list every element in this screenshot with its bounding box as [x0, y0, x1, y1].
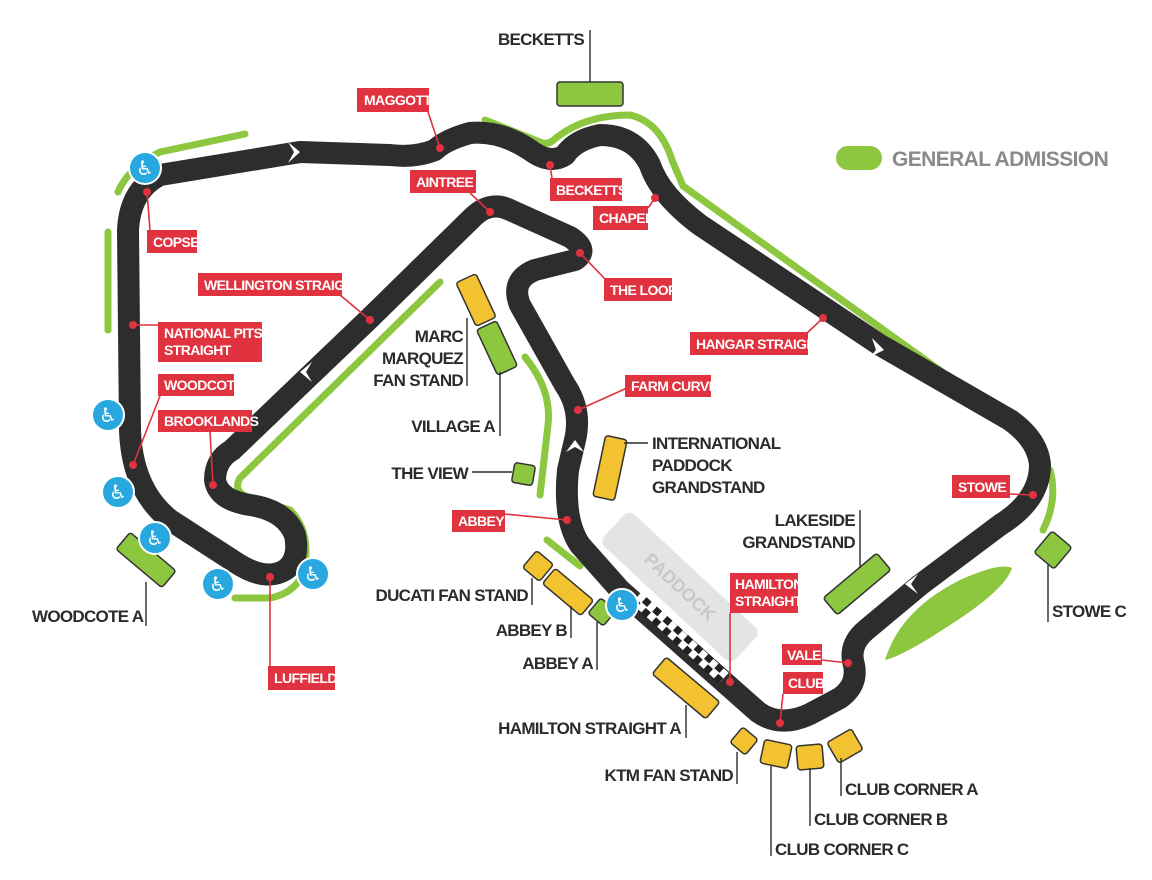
stand-label-international-1: INTERNATIONAL [652, 434, 781, 453]
svg-text:NATIONAL PITS: NATIONAL PITS [164, 325, 263, 341]
svg-text:AINTREE: AINTREE [416, 174, 474, 190]
wheelchair-icon[interactable]: ♿ [101, 475, 135, 509]
wheelchair-icon[interactable]: ♿ [201, 567, 235, 601]
corner-woodcote[interactable]: WOODCOTE [129, 374, 244, 469]
svg-text:WELLINGTON STRAIGHT: WELLINGTON STRAIGHT [204, 277, 363, 293]
stand-abbey-b[interactable] [542, 568, 594, 616]
legend: GENERAL ADMISSION [836, 146, 1109, 171]
stand-ducati[interactable] [522, 550, 554, 582]
corner-vale[interactable]: VALE [782, 644, 852, 667]
svg-text:HAMILTON: HAMILTON [735, 576, 803, 592]
legend-general-admission-swatch [836, 146, 882, 170]
svg-text:VALE: VALE [787, 647, 821, 663]
stand-lakeside[interactable] [823, 553, 891, 615]
stand-label-club-corner-a: CLUB CORNER A [845, 780, 978, 799]
stand-label-abbey-a: ABBEY A [522, 654, 593, 673]
corner-the-loop[interactable]: THE LOOP [576, 249, 678, 301]
corner-stowe[interactable]: STOWE [952, 475, 1037, 499]
wheelchair-icon[interactable]: ♿ [296, 557, 330, 591]
svg-text:COPSE: COPSE [153, 234, 199, 250]
stand-label-lakeside-1: LAKESIDE [775, 511, 856, 530]
stand-marc-marquez[interactable] [456, 273, 496, 327]
direction-arrows [288, 142, 918, 594]
stand-club-corner-c[interactable] [759, 739, 793, 769]
stand-label-ducati: DUCATI FAN STAND [376, 586, 529, 605]
corner-becketts[interactable]: BECKETTS [546, 161, 628, 201]
corner-chapel[interactable]: CHAPEL [593, 194, 659, 230]
svg-text:LUFFIELD: LUFFIELD [274, 670, 337, 686]
svg-text:♿: ♿ [136, 156, 154, 180]
svg-text:♿: ♿ [109, 480, 127, 504]
svg-text:CLUB: CLUB [788, 675, 825, 691]
stand-label-the-view: THE VIEW [391, 464, 469, 483]
stand-club-corner-b[interactable] [795, 743, 825, 771]
svg-text:♿: ♿ [304, 562, 322, 586]
accessible-viewing-points: ♿ ♿ ♿ ♿ ♿ ♿ ♿ [91, 151, 639, 622]
svg-text:MAGGOTTS: MAGGOTTS [364, 92, 440, 108]
stand-label-marc-marquez-2: MARQUEZ [382, 349, 463, 368]
stand-the-view[interactable] [511, 462, 536, 487]
stand-label-becketts: BECKETTS [498, 30, 584, 49]
stand-international-paddock[interactable] [592, 435, 628, 501]
corner-hangar-straight[interactable]: HANGAR STRAIGHT [690, 314, 827, 355]
stand-label-lakeside-2: GRANDSTAND [742, 533, 855, 552]
svg-text:CHAPEL: CHAPEL [599, 210, 654, 226]
legend-general-admission-label: GENERAL ADMISSION [892, 148, 1108, 171]
stand-stowe-c[interactable] [1034, 531, 1072, 569]
stand-label-abbey-b: ABBEY B [496, 621, 568, 640]
grandstand-labels: BECKETTS MARC MARQUEZ FAN STAND VILLAGE … [32, 30, 1127, 859]
stand-ktm[interactable] [730, 727, 758, 755]
svg-text:♿: ♿ [209, 572, 227, 596]
stand-label-marc-marquez-1: MARC [415, 327, 464, 346]
stand-label-stowe-c: STOWE C [1052, 602, 1127, 621]
svg-text:BROOKLANDS: BROOKLANDS [164, 413, 259, 429]
stand-label-village-a: VILLAGE A [411, 417, 495, 436]
wheelchair-icon[interactable]: ♿ [128, 151, 162, 185]
stand-label-hamilton-a: HAMILTON STRAIGHT A [498, 719, 681, 738]
stand-club-corner-a[interactable] [827, 728, 863, 764]
corner-maggotts[interactable]: MAGGOTTS [357, 88, 444, 152]
stand-label-woodcote-a: WOODCOTE A [32, 607, 144, 626]
corner-club[interactable]: CLUB [776, 672, 826, 727]
stand-hamilton-straight-a[interactable] [652, 657, 720, 719]
svg-text:STRAIGHT: STRAIGHT [164, 342, 232, 358]
stand-label-ktm: KTM FAN STAND [605, 766, 734, 785]
wheelchair-icon[interactable]: ♿ [91, 398, 125, 432]
stand-label-international-3: GRANDSTAND [652, 478, 765, 497]
svg-text:FARM CURVE: FARM CURVE [631, 378, 718, 394]
wheelchair-icon[interactable]: ♿ [605, 588, 639, 622]
corner-wellington-straight[interactable]: WELLINGTON STRAIGHT [198, 273, 374, 324]
corner-aintree[interactable]: AINTREE [410, 170, 494, 216]
corner-labels: MAGGOTTS AINTREE BECKETTS CHAPEL THE LOO… [129, 88, 1037, 727]
svg-text:HANGAR STRAIGHT: HANGAR STRAIGHT [696, 336, 825, 352]
start-finish-line [630, 592, 730, 684]
corner-farm-curve[interactable]: FARM CURVE [574, 375, 718, 414]
stand-label-club-corner-b: CLUB CORNER B [814, 810, 948, 829]
corner-luffield[interactable]: LUFFIELD [266, 573, 338, 690]
wheelchair-icon[interactable]: ♿ [138, 521, 172, 555]
grandstands [116, 81, 1072, 771]
corner-brooklands[interactable]: BROOKLANDS [158, 410, 259, 489]
stand-label-club-corner-c: CLUB CORNER C [775, 840, 909, 859]
svg-text:THE LOOP: THE LOOP [610, 282, 677, 298]
svg-text:BECKETTS: BECKETTS [556, 182, 627, 198]
svg-text:WOODCOTE: WOODCOTE [164, 377, 243, 393]
stand-label-international-2: PADDOCK [652, 456, 733, 475]
stand-label-marc-marquez-3: FAN STAND [373, 371, 463, 390]
corner-abbey[interactable]: ABBEY [452, 510, 571, 532]
svg-text:♿: ♿ [146, 526, 164, 550]
stand-village-a[interactable] [476, 320, 518, 376]
svg-text:STOWE: STOWE [958, 479, 1006, 495]
svg-text:ABBEY: ABBEY [458, 513, 505, 529]
svg-text:STRAIGHT: STRAIGHT [735, 593, 803, 609]
stand-becketts[interactable] [556, 81, 624, 107]
corner-copse[interactable]: COPSE [143, 188, 200, 253]
svg-text:♿: ♿ [99, 403, 117, 427]
svg-text:♿: ♿ [613, 593, 631, 617]
